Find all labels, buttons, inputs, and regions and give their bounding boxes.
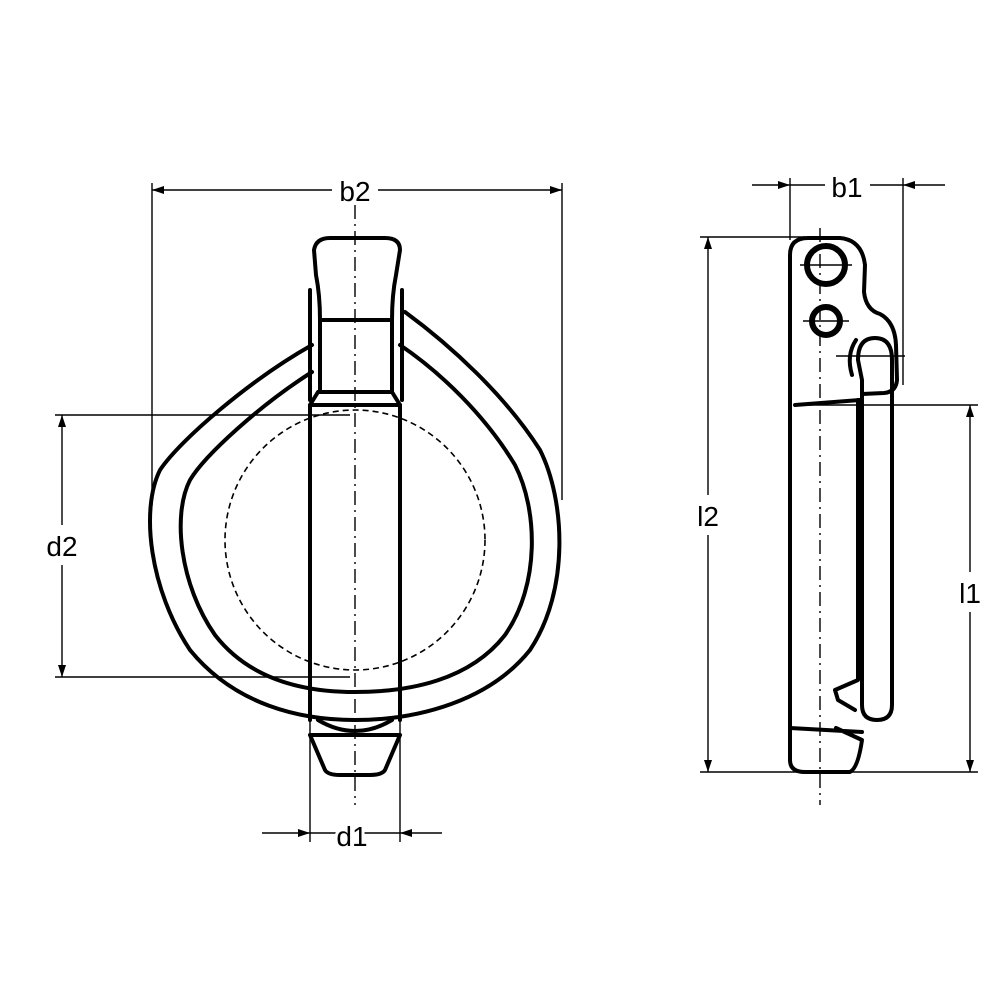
d2-label: d2 xyxy=(46,531,77,562)
pin-head xyxy=(312,236,402,322)
pin-sleeve-sides xyxy=(308,288,404,402)
front-view: b2 d2 d1 xyxy=(46,176,563,855)
side-head-plate xyxy=(788,236,899,402)
ring-hinge-arc xyxy=(847,338,858,377)
l2-label: l2 xyxy=(697,501,719,532)
side-pin-body xyxy=(788,398,864,774)
side-ring-rod xyxy=(856,336,894,722)
collar-chamfer xyxy=(308,390,402,407)
side-pin-notch xyxy=(833,398,860,712)
pin-collar xyxy=(318,318,394,394)
b2-label: b2 xyxy=(339,176,370,207)
plate-joint xyxy=(793,398,862,407)
bow-ring-inner xyxy=(178,343,534,694)
l1-label: l1 xyxy=(959,578,981,609)
d1-label: d1 xyxy=(336,821,367,852)
b1-label: b1 xyxy=(831,172,862,203)
tip-shoulder xyxy=(316,718,394,733)
side-view: b1 l2 l1 xyxy=(697,172,981,805)
bow-ring-outer xyxy=(148,310,562,722)
pin-tip xyxy=(308,733,402,777)
hidden-ring-circle xyxy=(224,409,486,671)
pin-body xyxy=(308,403,402,722)
